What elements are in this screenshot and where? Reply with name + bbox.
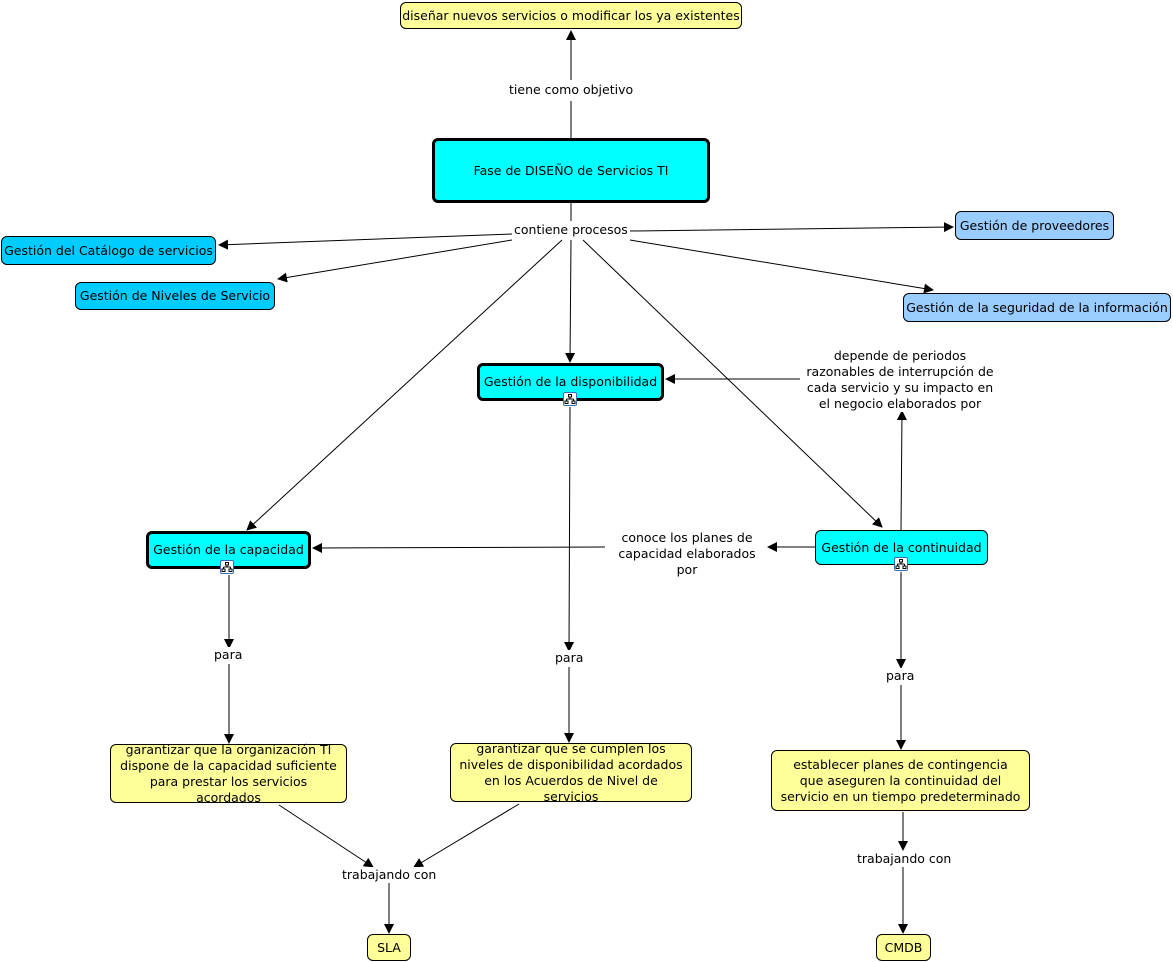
link-label-contiene-procesos: contiene procesos xyxy=(514,222,628,238)
link-label-tiene-objetivo: tiene como objetivo xyxy=(509,82,634,98)
concept-planes-contingencia[interactable]: establecer planes de contingencia que as… xyxy=(771,750,1030,811)
concept-cmdb[interactable]: CMDB xyxy=(876,934,931,961)
concept-niveles-servicio[interactable]: Gestión de Niveles de Servicio xyxy=(75,282,275,310)
concept-garantizar-disponibilidad[interactable]: garantizar que se cumplen los niveles de… xyxy=(450,741,692,804)
link-label-trabajando-cmdb: trabajando con xyxy=(857,851,952,867)
submap-icon[interactable] xyxy=(894,557,908,571)
concept-goal[interactable]: diseñar nuevos servicios o modificar los… xyxy=(400,2,742,29)
concept-garantizar-capacidad[interactable]: garantizar que la organización TI dispon… xyxy=(110,742,347,805)
concept-seguridad-informacion[interactable]: Gestión de la seguridad de la informació… xyxy=(903,293,1171,322)
concept-proveedores[interactable]: Gestión de proveedores xyxy=(955,211,1114,240)
link-label-para-capacidad: para xyxy=(214,647,243,663)
submap-icon[interactable] xyxy=(563,392,577,406)
concept-fase-diseno[interactable]: Fase de DISEÑO de Servicios TI xyxy=(432,138,710,203)
link-label-trabajando-sla: trabajando con xyxy=(342,867,437,883)
concept-catalogo-servicios[interactable]: Gestión del Catálogo de servicios xyxy=(1,236,216,265)
concept-sla[interactable]: SLA xyxy=(367,934,411,961)
link-label-para-disponibilidad: para xyxy=(555,650,584,666)
link-label-conoce: conoce los planes de capacidad elaborado… xyxy=(607,530,767,578)
submap-icon[interactable] xyxy=(220,560,234,574)
link-label-para-continuidad: para xyxy=(886,668,915,684)
link-label-depende: depende de periodos razonables de interr… xyxy=(800,348,1000,412)
